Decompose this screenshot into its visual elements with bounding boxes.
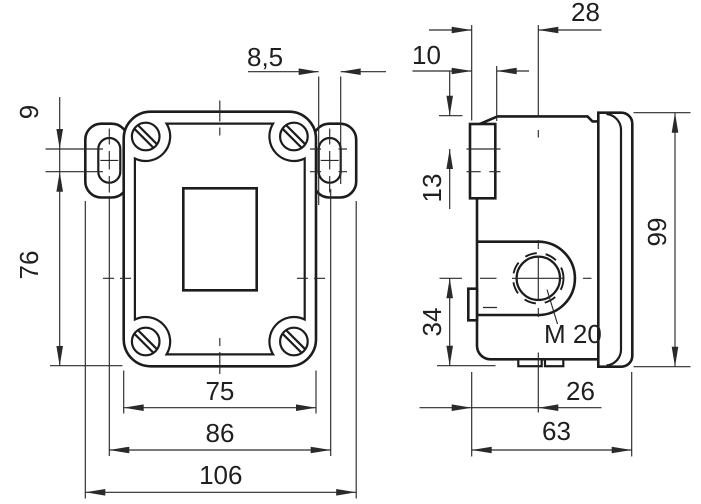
screw-slot bbox=[133, 124, 158, 149]
dim-arrow bbox=[671, 346, 679, 367]
dim-arrow bbox=[298, 68, 319, 75]
dim-arrow bbox=[446, 95, 453, 116]
ext-lines-75 bbox=[123, 370, 317, 414]
screw-head bbox=[279, 326, 309, 357]
side-view: 28 10 13 34 99 M 20 26 63 bbox=[412, 0, 691, 457]
screw-slot bbox=[133, 329, 158, 354]
mounting-tab-side bbox=[468, 122, 497, 200]
dimension-lines-front bbox=[50, 71, 386, 499]
dim-arrow bbox=[85, 489, 106, 496]
dim-arrow bbox=[56, 171, 63, 192]
lower-tab-side bbox=[466, 287, 479, 322]
dim-arrow bbox=[109, 446, 130, 454]
enclosure-front-outline bbox=[122, 110, 318, 368]
dim-label-slot-offset: 13 bbox=[417, 174, 447, 203]
mounting-slot-left bbox=[97, 136, 122, 184]
corner-screw-bottom-left bbox=[130, 326, 161, 357]
dim-arrow bbox=[296, 404, 316, 411]
dim-label-gland-depth: 26 bbox=[566, 376, 595, 406]
dim-label-body-width: 75 bbox=[205, 376, 234, 406]
cable-boss bbox=[477, 240, 577, 317]
dim-label-mount-spacing: 86 bbox=[206, 418, 235, 448]
dim-arrow bbox=[446, 278, 453, 299]
slot-centerline-right bbox=[320, 128, 339, 193]
dim-arrow bbox=[446, 345, 453, 366]
dim-label-mount-to-bottom: 76 bbox=[14, 251, 44, 280]
dim-label-gland-height: 34 bbox=[417, 308, 447, 337]
dim-arrow bbox=[611, 446, 632, 454]
slot-centerline-left bbox=[100, 128, 119, 193]
lid-inner-outline bbox=[133, 122, 306, 356]
dim-arrow bbox=[340, 68, 361, 75]
tab-slot-ticks bbox=[466, 148, 501, 309]
dim-arrow bbox=[451, 26, 472, 34]
dim-label-slot-width: 8,5 bbox=[247, 42, 283, 72]
front-opening bbox=[182, 187, 259, 292]
dim-label-overall-depth: 63 bbox=[542, 416, 571, 446]
dim-arrow bbox=[496, 67, 517, 75]
bottom-foot-right bbox=[543, 358, 565, 368]
dim-label-top-depth: 28 bbox=[571, 0, 600, 27]
dim-label-tab-thickness: 10 bbox=[412, 40, 441, 70]
screw-head bbox=[130, 326, 161, 357]
dim-arrow bbox=[451, 404, 472, 411]
ext-lines-99 bbox=[633, 112, 691, 368]
corner-screw-top-left bbox=[130, 121, 161, 152]
front-view: 8,5 9 76 75 86 106 bbox=[14, 42, 386, 499]
dim-arrow bbox=[310, 446, 331, 454]
screw-slot bbox=[281, 329, 307, 354]
screw-head bbox=[130, 121, 161, 152]
gland-thread-label: M 20 bbox=[544, 319, 602, 349]
bottom-foot-left bbox=[517, 358, 543, 368]
ext-lines-106 bbox=[84, 201, 357, 499]
dim-arrow bbox=[671, 112, 679, 133]
dim-arrow bbox=[336, 489, 357, 496]
dim-arrow bbox=[446, 149, 453, 169]
centerlines-front bbox=[100, 100, 339, 374]
dimension-arrows-front bbox=[56, 68, 361, 496]
dim-label-overall-height: 99 bbox=[642, 218, 672, 247]
dim-label-overall-width: 106 bbox=[199, 460, 242, 490]
ext-lines-slot-width bbox=[318, 76, 342, 205]
dimension-arrows-side bbox=[446, 26, 679, 454]
screw-slot bbox=[281, 124, 307, 149]
ext-lines-86 bbox=[108, 189, 332, 456]
screw-head bbox=[279, 121, 309, 152]
corner-screw-top-right bbox=[279, 121, 309, 152]
dim-arrow bbox=[538, 26, 559, 34]
dim-arrow bbox=[56, 346, 63, 366]
dim-arrow bbox=[471, 446, 492, 454]
dim-label-slot-length: 9 bbox=[14, 105, 44, 119]
side-lid-bevel-line bbox=[606, 112, 623, 367]
dim-arrow bbox=[56, 129, 63, 149]
dim-arrow bbox=[123, 404, 144, 411]
ext-lines-26-63 bbox=[471, 372, 633, 457]
centerlines-side bbox=[439, 25, 592, 413]
slot-edge-lines bbox=[45, 148, 347, 173]
corner-screw-bottom-right bbox=[279, 326, 309, 357]
dim-arrow bbox=[538, 404, 559, 411]
leader-m20 bbox=[546, 289, 559, 325]
side-lid-outline bbox=[597, 111, 634, 368]
dim-arrow bbox=[451, 67, 472, 75]
